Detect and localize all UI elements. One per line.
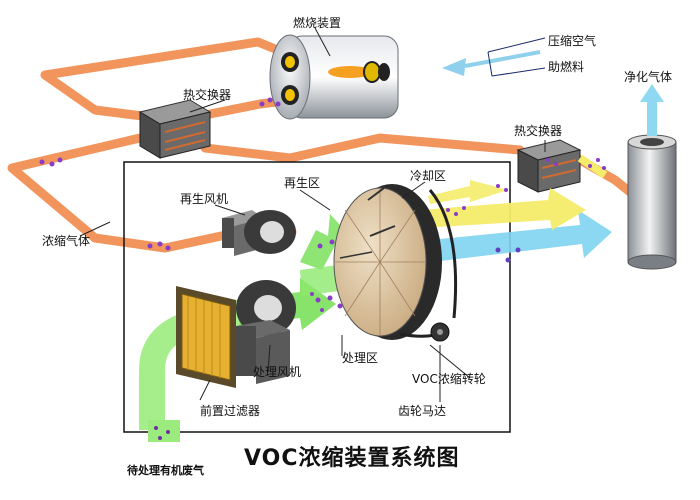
waste-gas-inlet	[148, 420, 180, 442]
diagram-title: VOC浓缩装置系统图	[244, 446, 460, 471]
air-fuel-inlet	[442, 37, 546, 77]
orange-flow-left-down	[7, 133, 170, 253]
blue-inlet-arrow	[464, 50, 541, 68]
leader-lines	[79, 27, 546, 402]
label-process-zone: 处理区	[342, 351, 379, 365]
label-waste-gas: 待处理有机废气	[127, 464, 204, 477]
label-gear-motor: 齿轮马达	[398, 404, 447, 418]
label-heat-exchanger-left: 热交换器	[183, 88, 232, 102]
chimney	[627, 84, 677, 270]
label-cooling-zone: 冷却区	[410, 169, 447, 183]
label-regen-zone: 再生区	[284, 176, 321, 190]
pre-filter	[176, 286, 236, 388]
label-fuel: 助燃料	[548, 60, 585, 74]
label-pre-filter: 前置过滤器	[200, 404, 261, 418]
label-concentrated-gas: 浓缩气体	[42, 234, 91, 248]
regen-fan	[222, 210, 296, 256]
label-process-fan: 处理风机	[253, 365, 302, 379]
chimney-body	[627, 141, 677, 263]
burner-flame	[328, 66, 372, 78]
yellow-flow	[420, 154, 608, 230]
label-clean-gas: 净化气体	[624, 70, 673, 84]
voc-rotor	[333, 184, 442, 340]
orange-flow-right	[200, 133, 525, 163]
label-compressed-air: 压缩空气	[548, 34, 597, 48]
gear-motor	[399, 189, 458, 342]
system-boundary	[123, 161, 511, 433]
voc-particle-dots	[39, 97, 606, 312]
label-voc-rotor: VOC浓缩转轮	[412, 372, 486, 386]
label-regen-fan: 再生风机	[180, 192, 229, 206]
burner-front-face	[269, 34, 311, 120]
heat-exchanger-left	[138, 99, 212, 159]
heat-exchanger-right	[516, 139, 582, 193]
blue-outlet-arrow	[430, 210, 612, 263]
burner-unit	[269, 34, 399, 120]
process-fan	[236, 280, 296, 384]
orange-flow-top-loop	[40, 37, 295, 123]
label-burner: 燃烧装置	[293, 16, 342, 30]
label-heat-exchanger-right: 热交换器	[514, 124, 563, 138]
